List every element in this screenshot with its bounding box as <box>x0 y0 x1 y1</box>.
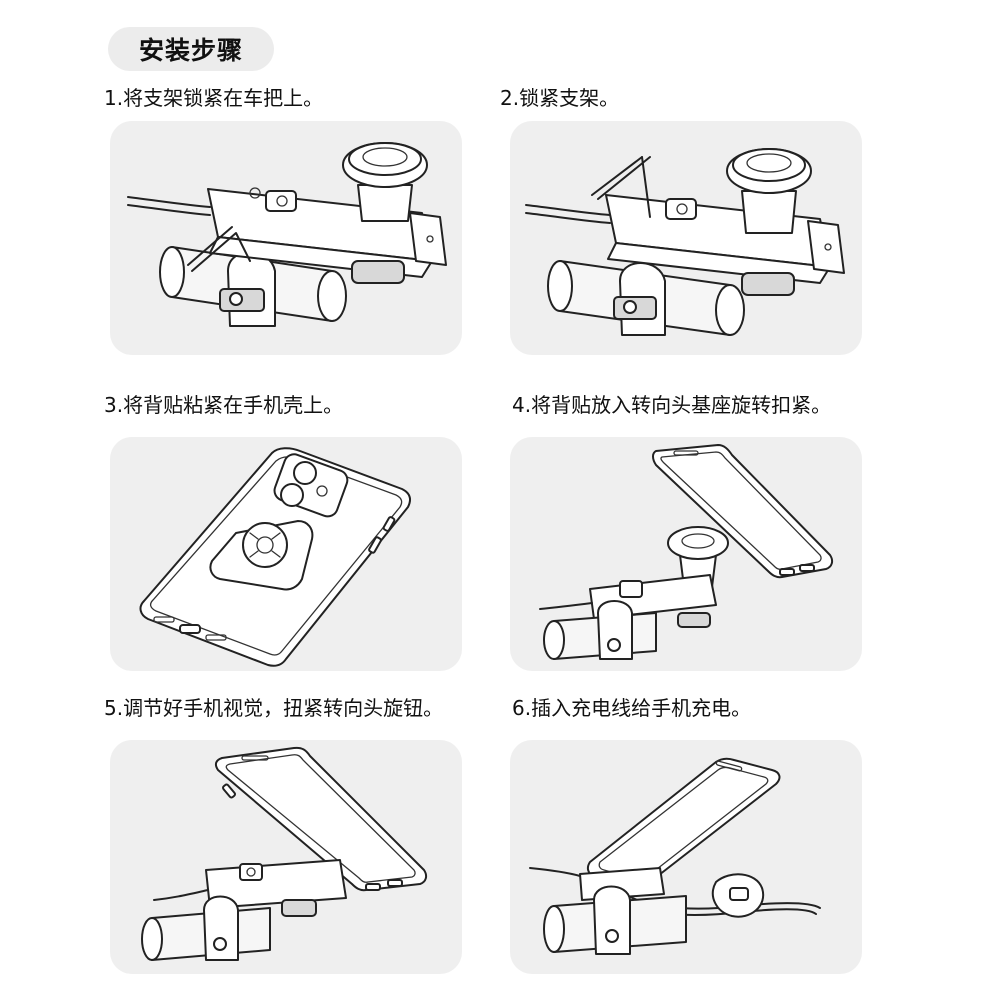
section-title: 安装步骤 <box>108 27 274 71</box>
step-2-label: 2.锁紧支架。 <box>500 86 620 110</box>
tighten-bracket-drawing <box>525 148 845 336</box>
plug-charging-cable-drawing <box>529 757 821 955</box>
step-1-label: 1.将支架锁紧在车把上。 <box>104 86 324 110</box>
insert-patch-into-head-drawing <box>539 444 834 660</box>
attach-patch-to-case-drawing <box>139 447 411 667</box>
step-5-illustration <box>110 740 462 974</box>
adjust-angle-tighten-knob-drawing <box>141 746 428 961</box>
step-3-illustration <box>110 437 462 671</box>
step-1-illustration <box>110 121 462 355</box>
step-6-label: 6.插入充电线给手机充电。 <box>512 696 752 720</box>
step-5-label: 5.调节好手机视觉，扭紧转向头旋钮。 <box>104 696 444 720</box>
step-3-label: 3.将背贴粘紧在手机壳上。 <box>104 393 344 417</box>
step-6-illustration <box>510 740 862 974</box>
step-2-illustration <box>510 121 862 355</box>
mount-on-handlebar-drawing <box>127 142 447 327</box>
step-4-label: 4.将背贴放入转向头基座旋转扣紧。 <box>512 393 832 417</box>
step-4-illustration <box>510 437 862 671</box>
